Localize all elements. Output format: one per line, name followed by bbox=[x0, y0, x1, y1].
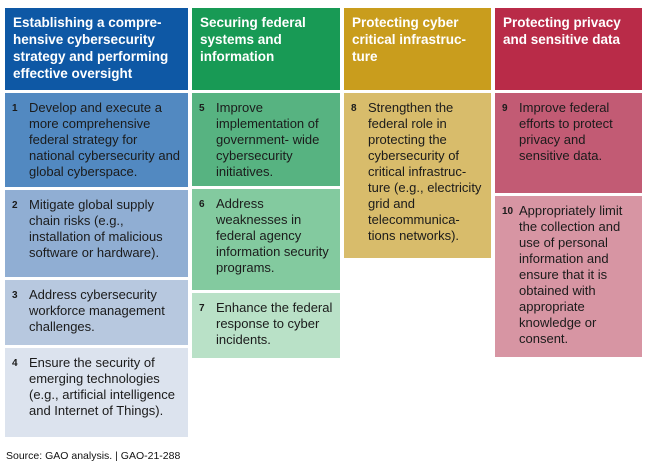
challenge-text: Improve implementation of government- wi… bbox=[216, 100, 320, 179]
challenge-text: Develop and execute a more comprehensive… bbox=[29, 100, 181, 179]
challenge-item: 8 Strengthen the federal role in protect… bbox=[344, 93, 491, 258]
challenge-item: 9 Improve federal efforts to protect pri… bbox=[495, 93, 642, 193]
challenge-item: 2 Mitigate global supply chain risks (e.… bbox=[5, 190, 188, 277]
challenge-number: 1 bbox=[12, 103, 18, 114]
column-header: Protecting privacy and sensitive data bbox=[495, 8, 642, 90]
column-header: Establishing a compre- hensive cybersecu… bbox=[5, 8, 188, 90]
challenge-text: Enhance the federal response to cyber in… bbox=[216, 300, 333, 347]
challenge-item: 4 Ensure the security of emerging techno… bbox=[5, 348, 188, 437]
challenge-number: 4 bbox=[12, 358, 18, 369]
challenge-item: 6 Address weaknesses in federal agency i… bbox=[192, 189, 340, 290]
challenge-number: 2 bbox=[12, 200, 18, 211]
challenge-number: 5 bbox=[199, 103, 205, 114]
cybersecurity-challenges-matrix: Establishing a compre- hensive cybersecu… bbox=[5, 8, 642, 437]
source-note: Source: GAO analysis. | GAO-21-288 bbox=[6, 450, 181, 462]
challenge-item: 7 Enhance the federal response to cyber … bbox=[192, 293, 340, 358]
challenge-item: 3 Address cybersecurity workforce manage… bbox=[5, 280, 188, 345]
challenge-item: 10 Appropriately limit the collection an… bbox=[495, 196, 642, 357]
challenge-number: 7 bbox=[199, 303, 205, 314]
column-strategy-oversight: Establishing a compre- hensive cybersecu… bbox=[5, 8, 188, 437]
challenge-text: Address cybersecurity workforce manageme… bbox=[29, 287, 165, 334]
challenge-text: Improve federal efforts to protect priva… bbox=[519, 100, 613, 163]
column-privacy: Protecting privacy and sensitive data 9 … bbox=[495, 8, 642, 437]
column-header: Protecting cyber critical infrastruc- tu… bbox=[344, 8, 491, 90]
challenge-text: Mitigate global supply chain risks (e.g.… bbox=[29, 197, 163, 260]
challenge-item: 5 Improve implementation of government- … bbox=[192, 93, 340, 186]
column-critical-infrastructure: Protecting cyber critical infrastruc- tu… bbox=[344, 8, 491, 437]
challenge-number: 10 bbox=[502, 206, 514, 217]
challenge-text: Appropriately limit the collection and u… bbox=[519, 203, 623, 346]
challenge-text: Ensure the security of emerging technolo… bbox=[29, 355, 175, 418]
challenge-item: 1 Develop and execute a more comprehensi… bbox=[5, 93, 188, 187]
challenge-number: 9 bbox=[502, 103, 508, 114]
challenge-number: 3 bbox=[12, 290, 18, 301]
challenge-number: 6 bbox=[199, 199, 205, 210]
column-securing-federal-systems: Securing federal systems and information… bbox=[192, 8, 340, 437]
challenge-number: 8 bbox=[351, 103, 357, 114]
challenge-text: Address weaknesses in federal agency inf… bbox=[216, 196, 329, 275]
challenge-text: Strengthen the federal role in protectin… bbox=[368, 100, 482, 243]
column-header: Securing federal systems and information bbox=[192, 8, 340, 90]
